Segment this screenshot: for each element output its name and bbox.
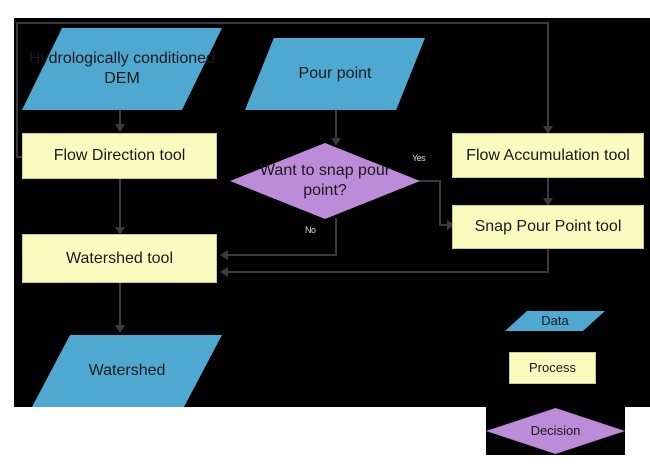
node-pour-point[interactable]: Pour point — [245, 38, 425, 110]
legend-label: Process — [529, 360, 576, 376]
edge-no-drop — [335, 218, 337, 256]
arrowhead-into-flow-direction — [115, 124, 125, 132]
node-flow-direction-tool[interactable]: Flow Direction tool — [22, 133, 217, 179]
edge-yes-riser — [439, 180, 441, 225]
edge-yes-into-snap — [439, 224, 449, 226]
edge-snap-to-watershed-drop — [547, 249, 549, 273]
arrowhead-yes-into-snap-pour-point — [447, 220, 455, 230]
arrowhead-into-watershed-tool-top — [115, 227, 125, 235]
legend-item-data: Data — [505, 311, 605, 331]
decision-shape-fill — [230, 143, 420, 219]
node-flow-accumulation-tool[interactable]: Flow Accumulation tool — [452, 133, 644, 178]
node-label: Flow Direction tool — [53, 147, 186, 165]
arrowhead-no-into-watershed-tool — [220, 250, 228, 260]
node-watershed-tool[interactable]: Watershed tool — [22, 234, 217, 283]
edge-dem-to-flowdir — [119, 110, 121, 126]
edge-flowdir-to-watershed — [119, 179, 121, 229]
branch-label-no: No — [305, 225, 316, 235]
edge-flowdir-to-flowaccum-top — [16, 22, 549, 24]
node-label: Watershed tool — [65, 249, 173, 267]
node-want-to-snap-pour-point-decision[interactable]: Want to snap pour point? — [230, 143, 420, 219]
edge-pourpoint-to-decision — [335, 110, 337, 140]
arrowhead-into-flow-accumulation — [543, 126, 553, 134]
node-watershed-output[interactable]: Watershed — [32, 335, 222, 407]
legend-item-decision: Decision — [486, 408, 625, 454]
data-shape-fill — [32, 335, 222, 407]
edge-flowaccum-to-snap — [547, 178, 549, 200]
arrowhead-snap-into-watershed-tool — [220, 267, 228, 277]
edge-flowdir-to-flowaccum-drop — [547, 22, 549, 127]
node-snap-pour-point-tool[interactable]: Snap Pour Point tool — [452, 205, 644, 249]
data-shape-fill — [505, 311, 605, 331]
decision-shape-fill — [486, 408, 625, 454]
node-label: Flow Accumulation tool — [466, 146, 630, 164]
edge-flowdir-to-flowaccum-stub — [16, 156, 24, 158]
edge-watershedtool-to-output — [119, 283, 121, 327]
legend-item-process: Process — [509, 352, 596, 384]
branch-label-yes: Yes — [412, 153, 426, 163]
node-label: Snap Pour Point tool — [474, 218, 622, 236]
data-shape-fill — [22, 28, 222, 110]
node-hydrologically-conditioned-dem[interactable]: Hydrologically conditioned DEM — [22, 28, 222, 110]
edge-snap-to-watershed-run — [228, 271, 549, 273]
edge-yes-horizontal — [419, 180, 441, 182]
arrowhead-into-snap-pour-point — [543, 198, 553, 206]
edge-no-to-watershed — [228, 254, 337, 256]
arrowhead-into-watershed-output — [115, 325, 125, 333]
edge-flowdir-to-flowaccum-riser — [16, 22, 18, 158]
arrowhead-into-decision — [331, 138, 341, 146]
data-shape-fill — [245, 38, 425, 110]
